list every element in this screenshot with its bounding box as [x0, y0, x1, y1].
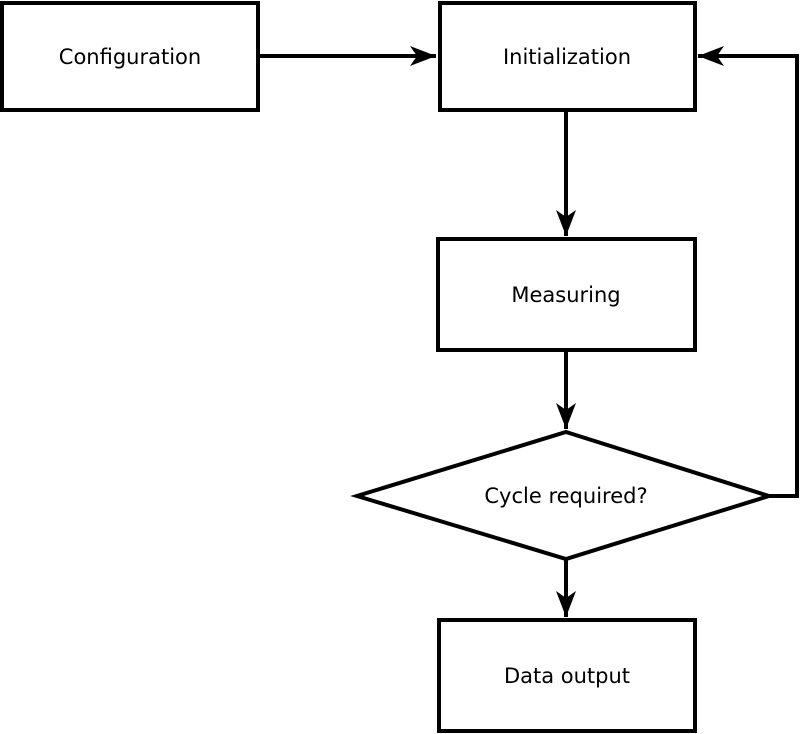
node-data-output-shape [437, 618, 697, 733]
node-cycle-required: Cycle required? [350, 429, 776, 562]
node-cycle-required-label: Cycle required? [484, 484, 647, 508]
node-configuration-shape [0, 1, 260, 112]
edge-cycle-required-to-initialization-loop [698, 46, 799, 498]
node-initialization-shape [438, 1, 697, 112]
node-measuring-label: Measuring [511, 283, 620, 307]
node-initialization: Initialization [438, 1, 697, 112]
edges [258, 46, 799, 617]
nodes: Configuration Initialization Measuring C… [0, 1, 776, 733]
node-configuration: Configuration [0, 1, 260, 112]
node-measuring: Measuring [436, 237, 697, 352]
node-measuring-shape [436, 237, 697, 352]
node-cycle-required-shape [350, 429, 776, 562]
node-data-output: Data output [437, 618, 697, 733]
node-initialization-label: Initialization [503, 45, 631, 69]
node-data-output-label: Data output [504, 664, 630, 688]
node-configuration-label: Configuration [59, 45, 201, 69]
